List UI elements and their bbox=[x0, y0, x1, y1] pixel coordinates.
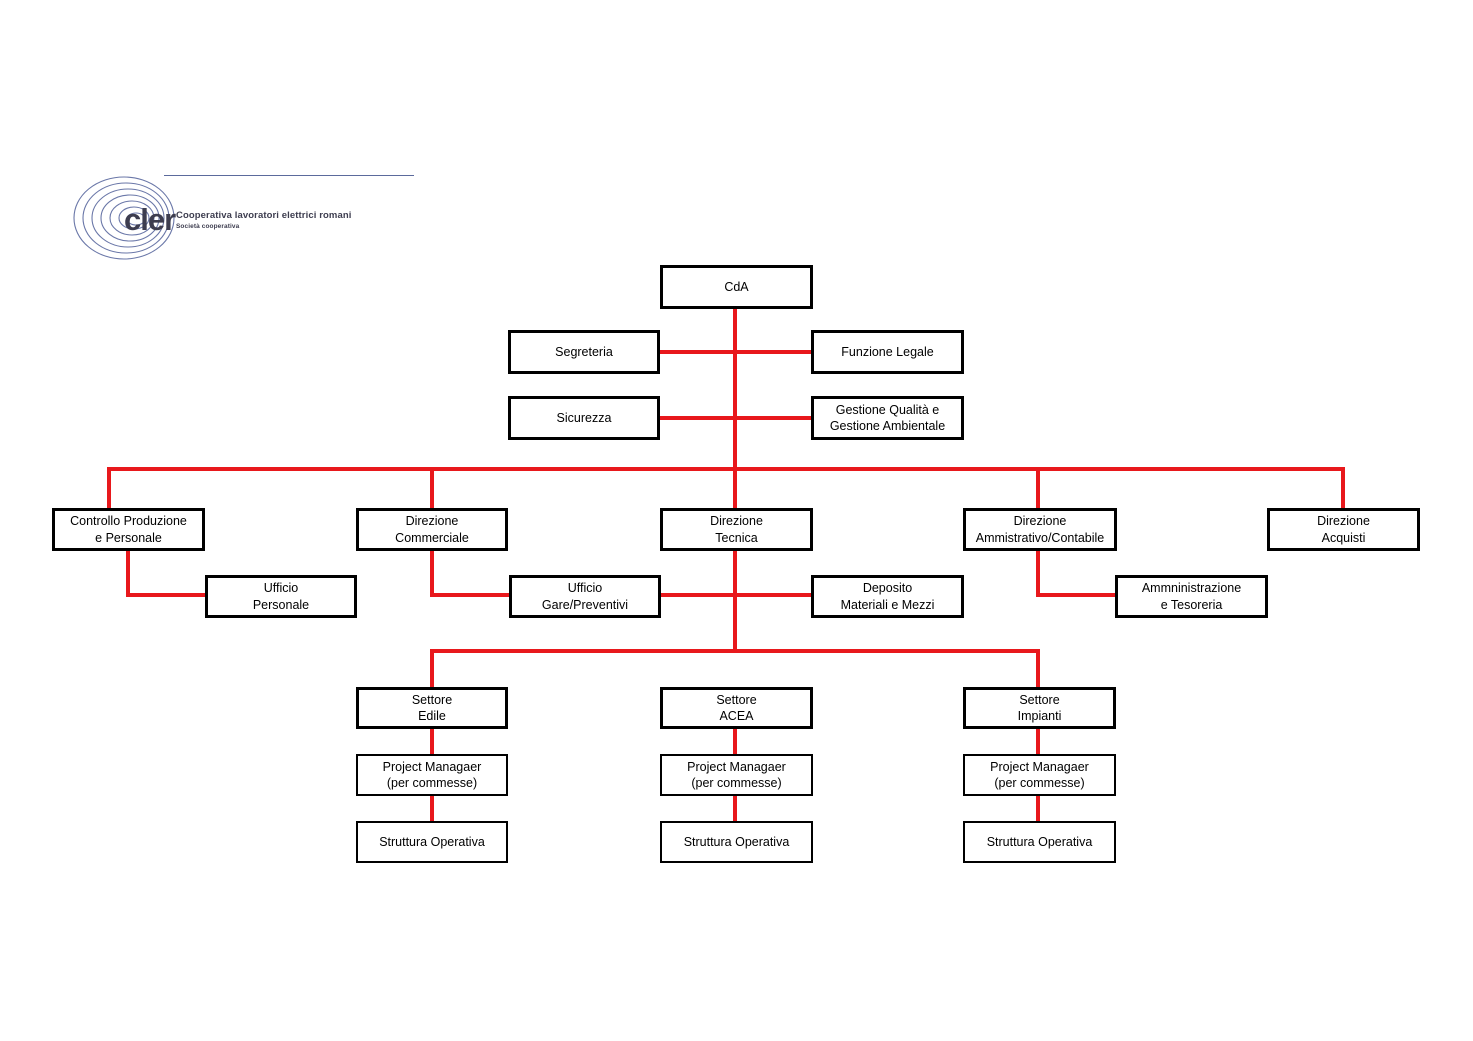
node-deposito-materiali-label: Deposito Materiali e Mezzi bbox=[840, 581, 935, 612]
node-struttura-operativa-acea-label: Struttura Operativa bbox=[683, 834, 790, 849]
node-segreteria-label: Segreteria bbox=[555, 344, 613, 359]
node-direzione-acquisti[interactable]: Direzione Acquisti bbox=[1267, 508, 1420, 551]
node-direzione-commerciale[interactable]: Direzione Commerciale bbox=[356, 508, 508, 551]
node-controllo-produzione-label: Controllo Produzione e Personale bbox=[70, 514, 187, 545]
node-pm-edile[interactable]: Project Managaer (per commesse) bbox=[356, 754, 508, 796]
node-direzione-acquisti-label: Direzione Acquisti bbox=[1317, 514, 1370, 545]
node-ufficio-personale[interactable]: Ufficio Personale bbox=[205, 575, 357, 618]
connector-bus-settori bbox=[430, 649, 1040, 653]
connector-drop-amministrazione bbox=[1036, 548, 1040, 597]
connector-segreteria-funzionelegale bbox=[658, 350, 814, 354]
connector-spine-bus1-to-tecnica bbox=[733, 467, 737, 512]
node-struttura-operativa-edile[interactable]: Struttura Operativa bbox=[356, 821, 508, 863]
connector-pm-to-struttura-edile bbox=[430, 793, 434, 825]
node-pm-acea[interactable]: Project Managaer (per commesse) bbox=[660, 754, 813, 796]
connector-sicurezza-gestionequalita bbox=[658, 416, 814, 420]
node-pm-edile-label: Project Managaer (per commesse) bbox=[382, 759, 482, 791]
connector-drop-direzione-amministrativo bbox=[1036, 467, 1040, 512]
connector-elbow-ufficio-personale bbox=[126, 593, 210, 597]
logo-divider-rule bbox=[164, 175, 414, 176]
svg-text:cler: cler bbox=[124, 202, 176, 237]
node-struttura-operativa-impianti-label: Struttura Operativa bbox=[986, 834, 1093, 849]
node-ufficio-gare-label: Ufficio Gare/Preventivi bbox=[541, 581, 629, 612]
connector-drop-direzione-commerciale bbox=[430, 467, 434, 512]
node-sicurezza[interactable]: Sicurezza bbox=[508, 396, 660, 440]
node-struttura-operativa-impianti[interactable]: Struttura Operativa bbox=[963, 821, 1116, 863]
node-gestione-qualita[interactable]: Gestione Qualità e Gestione Ambientale bbox=[811, 396, 964, 440]
company-logo: cler Cooperativa lavoratori elettrici ro… bbox=[68, 168, 414, 264]
node-pm-impianti-label: Project Managaer (per commesse) bbox=[990, 759, 1089, 791]
node-settore-impianti[interactable]: Settore Impianti bbox=[963, 687, 1116, 729]
node-direzione-commerciale-label: Direzione Commerciale bbox=[395, 514, 469, 545]
connector-edile-to-pm bbox=[430, 726, 434, 758]
node-funzione-legale-label: Funzione Legale bbox=[841, 344, 934, 359]
node-deposito-materiali[interactable]: Deposito Materiali e Mezzi bbox=[811, 575, 964, 618]
connector-drop-settore-edile bbox=[430, 649, 434, 689]
node-ufficio-gare[interactable]: Ufficio Gare/Preventivi bbox=[509, 575, 661, 618]
node-settore-edile[interactable]: Settore Edile bbox=[356, 687, 508, 729]
connector-drop-direzione-acquisti bbox=[1341, 467, 1345, 512]
connector-spine-tecnica-to-bus2 bbox=[733, 549, 737, 651]
node-amministrazione-tesoreria-label: Ammninistrazione e Tesoreria bbox=[1141, 581, 1242, 612]
connector-bus-direzioni bbox=[107, 467, 1345, 471]
connector-acea-to-pm bbox=[733, 726, 737, 758]
node-struttura-operativa-acea[interactable]: Struttura Operativa bbox=[660, 821, 813, 863]
node-settore-acea[interactable]: Settore ACEA bbox=[660, 687, 813, 729]
node-pm-impianti[interactable]: Project Managaer (per commesse) bbox=[963, 754, 1116, 796]
node-gestione-qualita-label: Gestione Qualità e Gestione Ambientale bbox=[829, 402, 946, 434]
connector-drop-settore-impianti bbox=[1036, 649, 1040, 689]
logo-company-type: Società cooperativa bbox=[176, 223, 240, 230]
node-direzione-tecnica[interactable]: Direzione Tecnica bbox=[660, 508, 813, 551]
node-cda-label: CdA bbox=[724, 279, 749, 294]
connector-impianti-to-pm bbox=[1036, 726, 1040, 758]
connector-drop-controllo-produzione bbox=[107, 467, 111, 512]
connector-pm-to-struttura-impianti bbox=[1036, 793, 1040, 825]
node-pm-acea-label: Project Managaer (per commesse) bbox=[687, 759, 786, 791]
cler-spiral-icon: cler bbox=[73, 176, 177, 260]
connector-elbow-ufficio-gare bbox=[430, 593, 514, 597]
node-ufficio-personale-label: Ufficio Personale bbox=[252, 581, 310, 612]
connector-drop-ufficio-gare bbox=[430, 548, 434, 597]
node-controllo-produzione[interactable]: Controllo Produzione e Personale bbox=[52, 508, 205, 551]
connector-pm-to-struttura-acea bbox=[733, 793, 737, 825]
node-settore-impianti-label: Settore Impianti bbox=[1017, 692, 1062, 724]
connector-drop-ufficio-personale bbox=[126, 548, 130, 597]
node-direzione-amministrativo[interactable]: Direzione Ammistrativo/Contabile bbox=[963, 508, 1117, 551]
node-settore-acea-label: Settore ACEA bbox=[716, 692, 757, 724]
connector-ufficiogare-deposito bbox=[658, 593, 814, 597]
node-amministrazione-tesoreria[interactable]: Ammninistrazione e Tesoreria bbox=[1115, 575, 1268, 618]
node-cda[interactable]: CdA bbox=[660, 265, 813, 309]
connector-spine-cda-to-bus1 bbox=[733, 305, 737, 472]
node-direzione-tecnica-label: Direzione Tecnica bbox=[710, 514, 763, 545]
node-struttura-operativa-edile-label: Struttura Operativa bbox=[379, 834, 485, 849]
connector-elbow-amministrazione bbox=[1036, 593, 1120, 597]
node-direzione-amministrativo-label: Direzione Ammistrativo/Contabile bbox=[975, 514, 1105, 545]
node-sicurezza-label: Sicurezza bbox=[556, 410, 612, 425]
node-funzione-legale[interactable]: Funzione Legale bbox=[811, 330, 964, 374]
node-settore-edile-label: Settore Edile bbox=[411, 692, 453, 724]
node-segreteria[interactable]: Segreteria bbox=[508, 330, 660, 374]
logo-company-name: Cooperativa lavoratori elettrici romani bbox=[176, 210, 352, 221]
